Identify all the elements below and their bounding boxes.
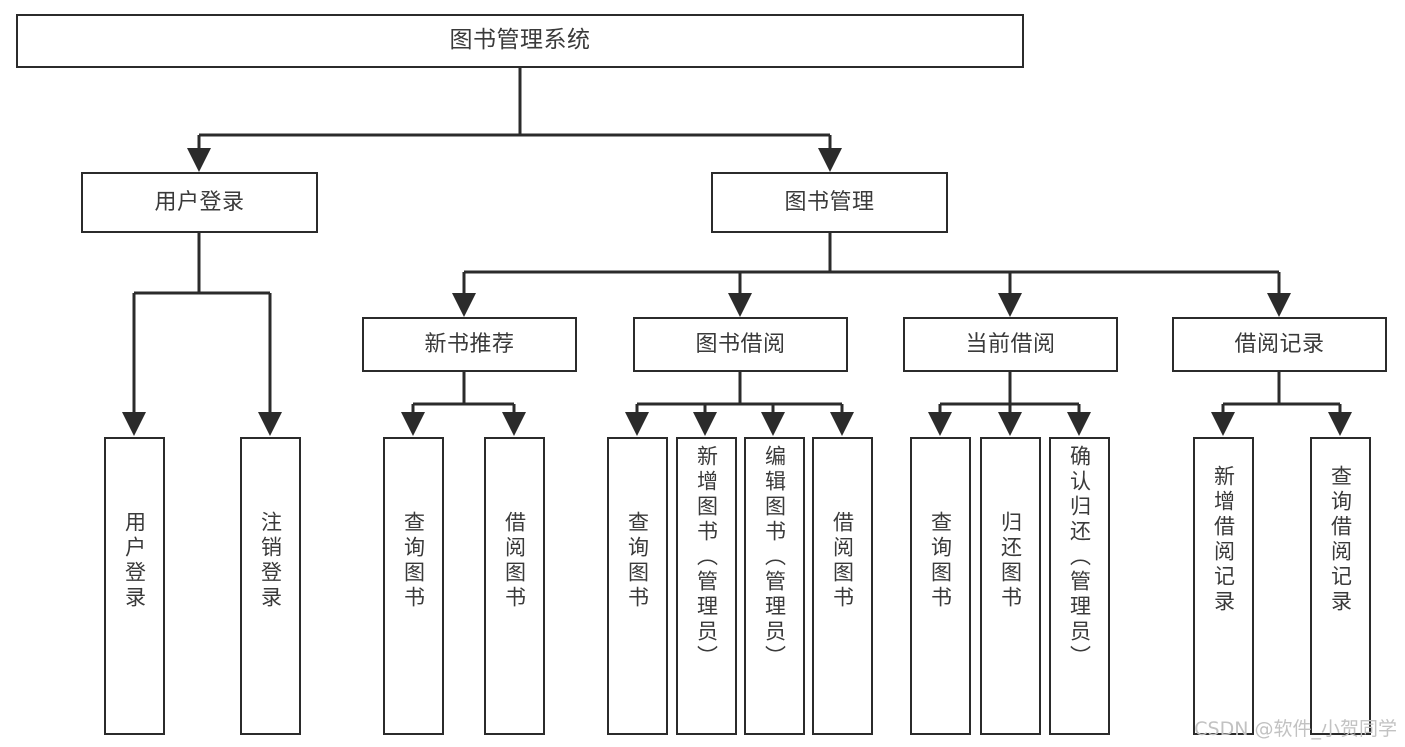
node-leaf-confirm-return[interactable]: 确认归还（管理员）	[1049, 437, 1110, 735]
node-leaf-return-book-label: 归还图书	[998, 511, 1023, 611]
node-leaf-query-book-1-label: 查询图书	[401, 511, 426, 611]
node-book-borrow-label: 图书借阅	[695, 331, 786, 357]
node-borrow-record[interactable]: 借阅记录	[1172, 317, 1387, 372]
node-leaf-query-record[interactable]: 查询借阅记录	[1310, 437, 1371, 735]
node-user-login-label: 用户登录	[154, 189, 245, 215]
node-leaf-user-logout[interactable]: 注销登录	[240, 437, 301, 735]
node-leaf-edit-book[interactable]: 编辑图书（管理员）	[744, 437, 805, 735]
node-book-manage[interactable]: 图书管理	[711, 172, 948, 233]
node-leaf-add-book[interactable]: 新增图书（管理员）	[676, 437, 737, 735]
node-leaf-borrow-book-1-label: 借阅图书	[502, 511, 527, 611]
node-leaf-add-book-label: 新增图书（管理员）	[694, 445, 719, 670]
node-book-borrow[interactable]: 图书借阅	[633, 317, 848, 372]
watermark: CSDN @软件_小贺同学	[1194, 718, 1397, 740]
node-book-manage-label: 图书管理	[784, 189, 875, 215]
node-leaf-query-book-3[interactable]: 查询图书	[910, 437, 971, 735]
node-current-borrow-label: 当前借阅	[965, 331, 1056, 357]
node-new-book-recommend-label: 新书推荐	[424, 331, 515, 357]
node-leaf-query-book-1[interactable]: 查询图书	[383, 437, 444, 735]
node-leaf-add-record-label: 新增借阅记录	[1211, 465, 1236, 615]
node-root-label: 图书管理系统	[449, 27, 591, 54]
node-leaf-borrow-book-2-label: 借阅图书	[830, 511, 855, 611]
node-leaf-add-record[interactable]: 新增借阅记录	[1193, 437, 1254, 735]
node-leaf-user-login[interactable]: 用户登录	[104, 437, 165, 735]
node-leaf-query-record-label: 查询借阅记录	[1328, 465, 1353, 615]
node-new-book-recommend[interactable]: 新书推荐	[362, 317, 577, 372]
node-leaf-user-login-label: 用户登录	[122, 511, 147, 611]
node-leaf-borrow-book-2[interactable]: 借阅图书	[812, 437, 873, 735]
node-leaf-confirm-return-label: 确认归还（管理员）	[1067, 445, 1092, 670]
node-leaf-return-book[interactable]: 归还图书	[980, 437, 1041, 735]
node-current-borrow[interactable]: 当前借阅	[903, 317, 1118, 372]
node-root[interactable]: 图书管理系统	[16, 14, 1024, 68]
node-leaf-user-logout-label: 注销登录	[258, 511, 283, 611]
node-user-login[interactable]: 用户登录	[81, 172, 318, 233]
node-leaf-query-book-2-label: 查询图书	[625, 511, 650, 611]
node-leaf-query-book-2[interactable]: 查询图书	[607, 437, 668, 735]
node-leaf-query-book-3-label: 查询图书	[928, 511, 953, 611]
node-leaf-edit-book-label: 编辑图书（管理员）	[762, 445, 787, 670]
node-leaf-borrow-book-1[interactable]: 借阅图书	[484, 437, 545, 735]
node-borrow-record-label: 借阅记录	[1234, 331, 1325, 357]
